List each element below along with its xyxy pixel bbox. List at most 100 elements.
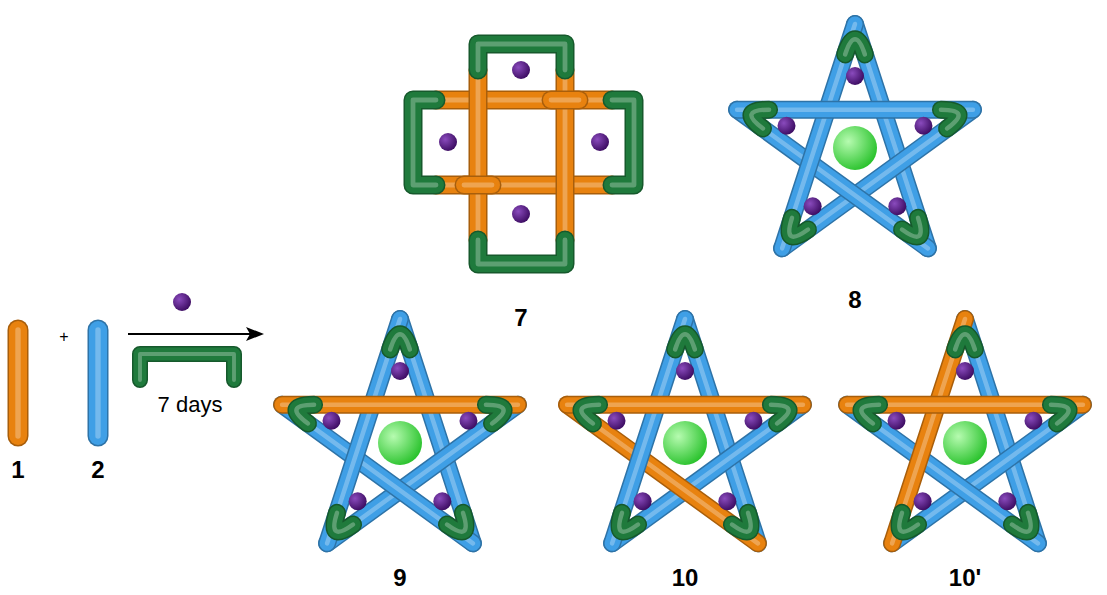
tube-body bbox=[1051, 405, 1069, 424]
tube-shine bbox=[941, 110, 959, 129]
strand bbox=[436, 100, 612, 101]
tube-body bbox=[140, 354, 234, 380]
tube-body bbox=[941, 110, 959, 129]
tube-body bbox=[89, 330, 107, 436]
tube-body bbox=[861, 405, 879, 424]
tube-shine bbox=[413, 100, 436, 185]
tube-shine bbox=[675, 334, 695, 349]
corner bbox=[413, 100, 436, 185]
tube-body bbox=[282, 405, 473, 544]
anion-dot bbox=[846, 67, 864, 85]
tube-shine bbox=[15, 330, 20, 436]
tube-edge bbox=[581, 405, 599, 424]
tube-body bbox=[845, 39, 865, 54]
anion-dot bbox=[512, 205, 530, 223]
reaction-text: + bbox=[59, 328, 68, 346]
strand-over bbox=[551, 100, 579, 101]
tube-shine bbox=[612, 100, 634, 185]
anion-dot bbox=[888, 412, 906, 430]
pentafoil-knot bbox=[567, 319, 803, 543]
tube-shine bbox=[436, 98, 612, 103]
tube-edge bbox=[464, 176, 492, 195]
tube-body bbox=[619, 513, 638, 532]
artwork bbox=[18, 24, 1083, 543]
anion-dot bbox=[718, 492, 736, 510]
tube-shine bbox=[436, 183, 612, 188]
anion-dot bbox=[676, 362, 694, 380]
tube-body bbox=[464, 177, 492, 193]
tube-edge bbox=[612, 100, 634, 185]
woven-square bbox=[413, 44, 634, 264]
tube-shine bbox=[486, 405, 504, 424]
corner bbox=[861, 405, 879, 424]
tube-edge bbox=[1051, 405, 1069, 424]
compound-number: 10' bbox=[949, 565, 981, 591]
tube-shine bbox=[95, 330, 100, 436]
tube-body bbox=[737, 110, 928, 249]
compound-number: 9 bbox=[393, 565, 406, 591]
anion-dot bbox=[634, 492, 652, 510]
tube-shine bbox=[732, 513, 751, 532]
tube-body bbox=[789, 218, 808, 237]
compound-number: 8 bbox=[848, 287, 861, 313]
tube-edge bbox=[861, 405, 879, 424]
corner bbox=[751, 110, 769, 129]
tube-shine bbox=[902, 218, 921, 237]
tube-shine bbox=[447, 513, 466, 532]
corner bbox=[955, 334, 975, 349]
tube-body bbox=[771, 405, 789, 424]
anion-dot bbox=[323, 412, 341, 430]
tube-body bbox=[334, 513, 353, 532]
tube-shine bbox=[751, 110, 769, 129]
tube-body bbox=[390, 334, 410, 349]
tube-body bbox=[9, 330, 27, 436]
tube-shine bbox=[955, 334, 975, 349]
tube-shine bbox=[1012, 513, 1031, 532]
compound-number: 10 bbox=[672, 565, 699, 591]
tube-edge bbox=[955, 334, 975, 349]
tube-shine bbox=[464, 183, 492, 188]
anion-dot bbox=[433, 492, 451, 510]
tube-body bbox=[478, 240, 565, 264]
chloride-sphere bbox=[943, 421, 987, 465]
tube-edge bbox=[390, 334, 410, 349]
corner bbox=[486, 405, 504, 424]
pentafoil-knot bbox=[282, 319, 518, 543]
tube-edge bbox=[847, 405, 1038, 544]
tube-body bbox=[847, 405, 1038, 544]
tube-body bbox=[567, 405, 758, 544]
chloride-sphere bbox=[663, 421, 707, 465]
strand bbox=[567, 405, 758, 544]
tube-body bbox=[581, 405, 599, 424]
corner bbox=[1051, 405, 1069, 424]
tube-body bbox=[413, 100, 436, 185]
tube-shine bbox=[140, 354, 234, 380]
corner bbox=[899, 513, 918, 532]
strand bbox=[436, 185, 612, 186]
tube-edge bbox=[469, 70, 488, 240]
anion-dot bbox=[349, 492, 367, 510]
tube-body bbox=[955, 334, 975, 349]
tube-edge bbox=[941, 110, 959, 129]
corner bbox=[941, 110, 959, 129]
tube-edge bbox=[789, 218, 808, 237]
anion-dot bbox=[744, 412, 762, 430]
corner bbox=[902, 218, 921, 237]
strand bbox=[737, 110, 928, 249]
compound-number: 2 bbox=[91, 457, 104, 483]
tube-edge bbox=[899, 513, 918, 532]
tube-shine bbox=[296, 405, 314, 424]
corner bbox=[845, 39, 865, 54]
pentafoil-knot bbox=[737, 24, 973, 248]
arrow-head bbox=[246, 327, 264, 341]
tube-edge bbox=[619, 513, 638, 532]
tube-shine bbox=[845, 39, 865, 54]
anion-dot bbox=[439, 133, 457, 151]
anion-dot bbox=[173, 293, 191, 311]
tube-body bbox=[612, 100, 634, 185]
anion-dot bbox=[391, 362, 409, 380]
tube-edge bbox=[845, 39, 865, 54]
tube-edge bbox=[478, 240, 565, 264]
tube-body bbox=[436, 177, 612, 193]
